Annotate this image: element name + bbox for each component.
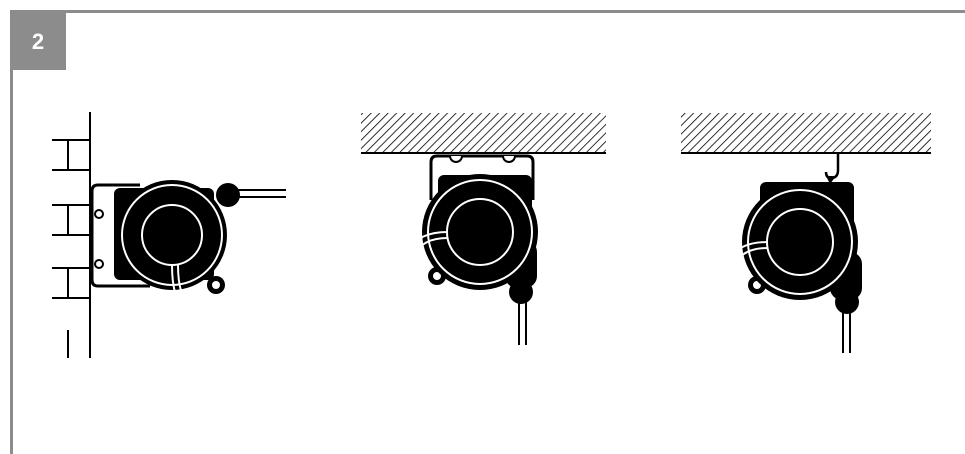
ceiling-hook-reel [681,113,931,353]
step-number-badge: 2 [10,10,66,70]
ceiling-bracket-reel [361,113,606,345]
frame-left-border [10,10,13,454]
brick-wall [52,112,91,358]
wall-mounted-reel [52,112,286,358]
frame-top-border [10,10,965,13]
